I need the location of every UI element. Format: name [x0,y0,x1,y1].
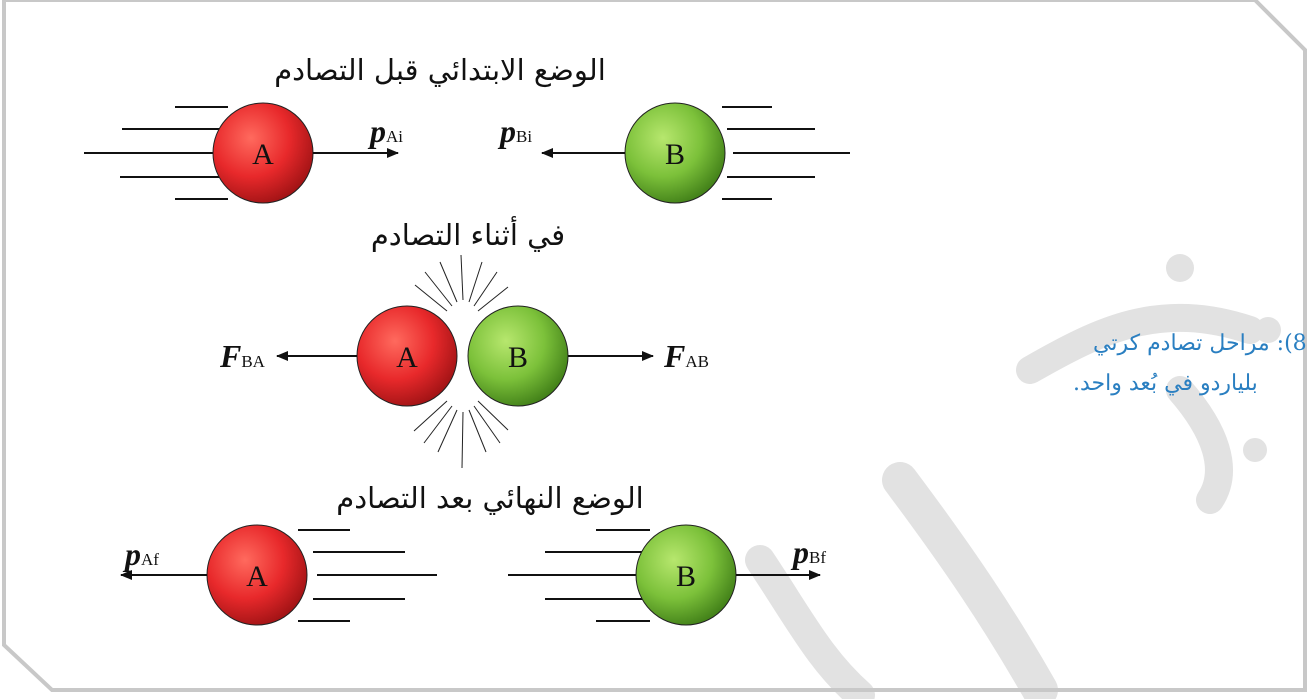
p-ai-subscript: Ai [386,127,403,146]
p-bf-subscript: Bf [809,548,826,567]
final-stage-label: الوضع النهائي بعد التصادم [336,481,643,516]
p-bi-subscript: Bi [516,127,532,146]
p-af-symbol: p [122,536,141,572]
initial-stage-label: الوضع الابتدائي قبل التصادم [274,53,606,88]
f-ab-label: FAB [663,338,709,374]
motion-lines-b-initial [722,106,850,200]
ball-b-initial-label: B [665,138,685,171]
f-ba-label: FBA [219,338,266,374]
p-ai-symbol: p [367,113,386,149]
motion-lines-b-final [508,529,650,622]
ball-a-final-label: A [246,560,268,593]
p-bi-symbol: p [497,113,516,149]
ball-a-initial-label: A [252,138,274,171]
f-ab-symbol: F [663,338,685,374]
p-ai-label: pAi [367,113,403,149]
ball-a-during-label: A [396,341,418,374]
ball-b-during-label: B [508,341,528,374]
f-ab-subscript: AB [685,352,709,371]
figure-caption-line-1: الشكل (8): مراحل تصادم كرتي [1093,331,1308,356]
figure-caption-line-2: بلياردو في بُعد واحد. [1073,371,1258,396]
during-stage-label: في أثناء التصادم [371,215,565,252]
p-bf-symbol: p [790,534,809,570]
f-ba-subscript: BA [241,352,265,371]
p-af-label: pAf [122,536,159,572]
p-bf-label: pBf [790,534,826,570]
watermark [745,254,1281,699]
p-bi-label: pBi [497,113,532,149]
ball-b-final-label: B [676,560,696,593]
motion-lines-a-initial [84,106,228,200]
impact-burst [413,254,509,469]
motion-lines-a-final [298,529,437,622]
f-ba-symbol: F [219,338,241,374]
p-af-subscript: Af [141,550,159,569]
